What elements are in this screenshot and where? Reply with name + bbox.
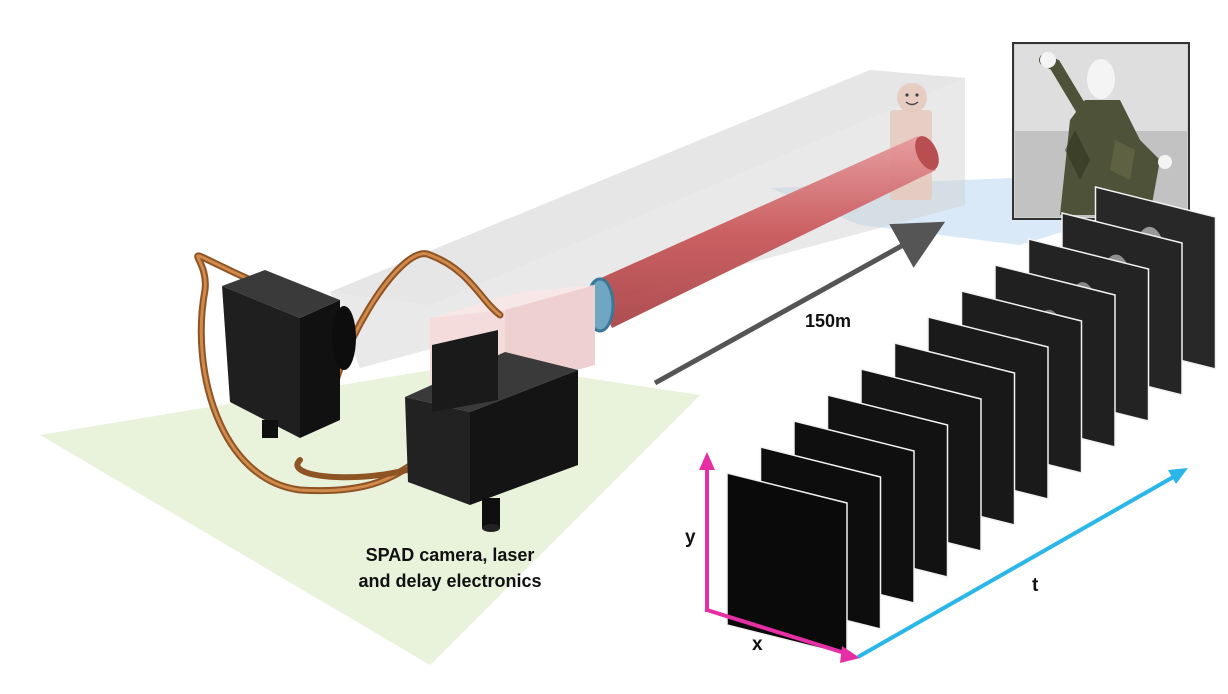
laser-driver-box: [432, 330, 498, 412]
spad-camera: [222, 270, 356, 438]
y-axis-label: y: [685, 527, 696, 548]
setup-caption: SPAD camera, laser and delay electronics: [330, 542, 570, 594]
camera-field-of-view: [330, 70, 965, 368]
delay-electronics: [405, 352, 578, 532]
t-axis-label: t: [1032, 575, 1039, 596]
cable-left-highlight: [196, 254, 422, 493]
caption-line-2: and delay electronics: [358, 571, 542, 591]
y-axis-arrowhead: [699, 452, 715, 470]
depth-frame: [726, 472, 848, 656]
frame-stack: [726, 186, 1217, 656]
t-axis-arrowhead: [1168, 468, 1188, 484]
x-axis-arrowhead: [840, 646, 860, 663]
distance-label: 150m: [805, 311, 852, 331]
x-axis-label: x: [752, 634, 763, 655]
laser-beam: [592, 136, 936, 328]
x-axis-arrow: [706, 608, 849, 656]
distance-arrow: [653, 221, 946, 386]
lab-floor: [40, 362, 700, 665]
t-axis-arrow: [857, 474, 1176, 659]
field-of-view-top: [330, 70, 965, 305]
laser-beam-end: [915, 136, 939, 170]
caption-line-1: SPAD camera, laser: [365, 545, 535, 565]
